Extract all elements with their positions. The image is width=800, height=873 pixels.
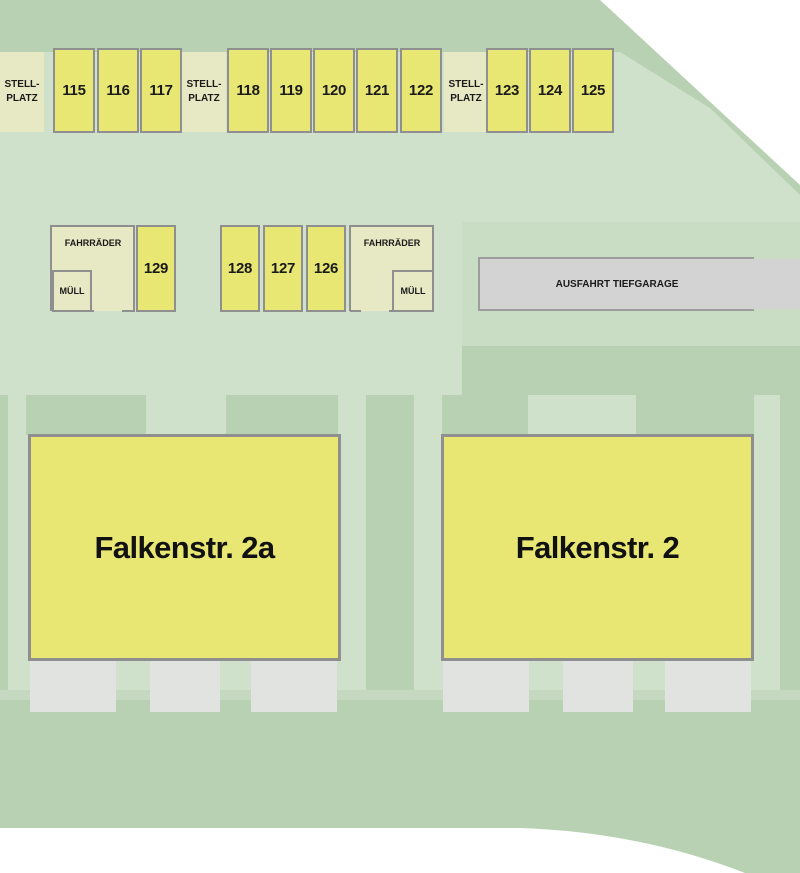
- lawn-strip: [366, 395, 414, 690]
- muell-box-left: MÜLL: [52, 270, 92, 312]
- terrace: [30, 661, 116, 712]
- shed-label-right: FAHRRÄDER: [363, 238, 421, 248]
- lawn-strip: [0, 395, 8, 690]
- building-label-2a: Falkenstr. 2a: [94, 529, 275, 565]
- garage-exit-ramp: AUSFAHRT TIEFGARAGE: [478, 257, 754, 311]
- garage-128: 128: [220, 225, 260, 312]
- ramp-extension: [752, 259, 800, 309]
- building-falkenstr-2a: Falkenstr. 2a: [28, 434, 341, 661]
- lawn-strip: [780, 395, 800, 690]
- garage-125: 125: [572, 48, 614, 133]
- terrace: [563, 661, 633, 712]
- garage-115: 115: [53, 48, 95, 133]
- building-label-2: Falkenstr. 2: [515, 529, 680, 565]
- lawn-patch: [226, 395, 338, 435]
- shed-label-left: FAHRRÄDER: [64, 238, 122, 248]
- garage-124: 124: [529, 48, 571, 133]
- stellplatz-1: STELL- PLATZ: [0, 52, 44, 132]
- garage-116: 116: [97, 48, 139, 133]
- stellplatz-3: STELL- PLATZ: [444, 52, 488, 132]
- building-falkenstr-2: Falkenstr. 2: [441, 434, 754, 661]
- lawn-patch: [442, 395, 528, 435]
- muell-box-right: MÜLL: [392, 270, 434, 312]
- terrace: [665, 661, 751, 712]
- garage-120: 120: [313, 48, 355, 133]
- garage-126: 126: [306, 225, 346, 312]
- lawn-edge: [0, 690, 800, 700]
- garage-122: 122: [400, 48, 442, 133]
- stellplatz-2: STELL- PLATZ: [182, 52, 226, 132]
- terrace: [150, 661, 220, 712]
- garage-119: 119: [270, 48, 312, 133]
- garage-129: 129: [136, 225, 176, 312]
- courtyard-path: [0, 52, 800, 395]
- terrace: [251, 661, 337, 712]
- lawn-patch: [26, 395, 146, 435]
- lawn-front: [0, 690, 800, 828]
- terrace: [443, 661, 529, 712]
- ramp-label: AUSFAHRT TIEFGARAGE: [555, 278, 679, 290]
- muell-label-left: MÜLL: [59, 286, 85, 296]
- muell-label-right: MÜLL: [400, 286, 426, 296]
- garage-127: 127: [263, 225, 303, 312]
- garage-117: 117: [140, 48, 182, 133]
- garage-121: 121: [356, 48, 398, 133]
- garage-118: 118: [227, 48, 269, 133]
- garage-123: 123: [486, 48, 528, 133]
- lawn-patch: [636, 395, 754, 435]
